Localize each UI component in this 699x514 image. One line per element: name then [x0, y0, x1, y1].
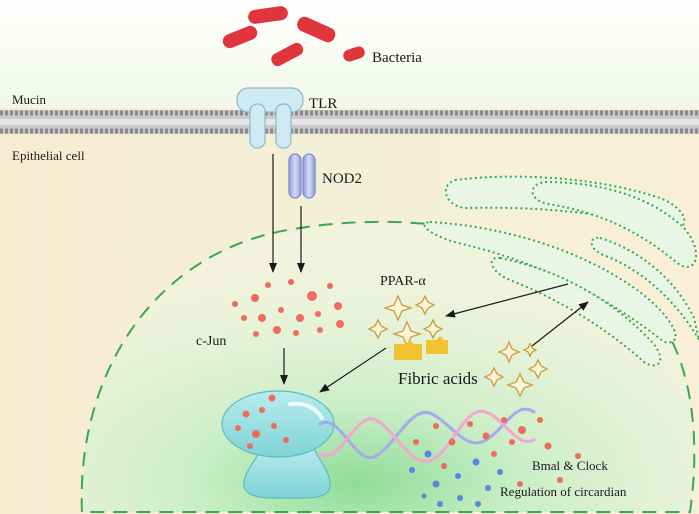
- arrow-drug-chromatin: [319, 347, 387, 393]
- star-icon: [414, 294, 436, 316]
- bacterium-icon: [271, 42, 304, 67]
- star-icon: [527, 358, 549, 380]
- star-icon: [382, 294, 414, 322]
- dna-helix: [318, 407, 536, 464]
- bacteria-label: Bacteria: [372, 50, 422, 66]
- nod2-label: NOD2: [322, 171, 362, 187]
- mucin-label: Mucin: [12, 92, 46, 107]
- arrow-stars-er: [531, 301, 589, 347]
- ppar-alpha-stars: [367, 294, 444, 348]
- bacterium-icon: [222, 25, 258, 49]
- nod2-protein: [288, 153, 316, 199]
- fibric-acid-stars: [483, 340, 549, 398]
- bmal-clock-label: Bmal & Clock: [532, 458, 608, 473]
- bacterium-icon: [248, 6, 288, 24]
- fibric-acids-label: Fibric acids: [398, 369, 478, 388]
- regulation-label: Regulation of circardian: [500, 484, 627, 499]
- tlr-label: TLR: [309, 96, 337, 112]
- c-jun-dots: [232, 279, 344, 337]
- signal-arrows: [269, 154, 589, 393]
- bacterium-icon: [343, 46, 365, 62]
- star-icon: [522, 342, 538, 358]
- epithelial-cell-label: Epithelial cell: [12, 148, 85, 163]
- cell-membrane: [0, 110, 699, 134]
- tlr-receptor: [236, 87, 304, 149]
- star-icon: [506, 372, 534, 398]
- star-icon: [422, 318, 444, 340]
- bacteria-group: [222, 6, 365, 67]
- bmal-clock-dots: [409, 417, 581, 507]
- star-icon: [483, 366, 505, 388]
- c-jun-label: c-Jun: [196, 334, 226, 349]
- chromatin: [221, 390, 335, 499]
- ppar-alpha-label: PPAR-α: [380, 274, 426, 289]
- star-icon: [497, 340, 521, 364]
- bacterium-icon: [297, 16, 336, 43]
- arrow-er-ppar: [445, 283, 569, 318]
- fibric-acid-blocks: [394, 336, 448, 360]
- star-icon: [367, 318, 389, 340]
